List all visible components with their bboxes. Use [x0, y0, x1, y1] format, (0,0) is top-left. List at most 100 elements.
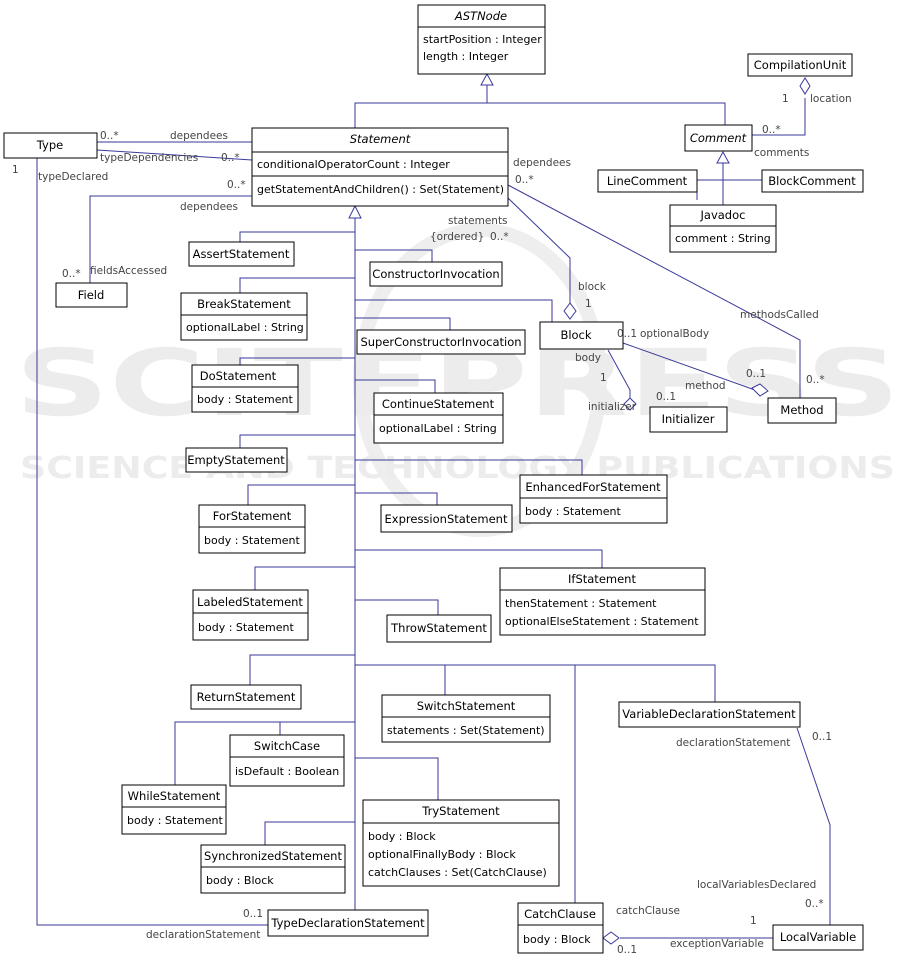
class-name: Field: [78, 288, 105, 302]
class-forstatement[interactable]: ForStatement body : Statement: [198, 504, 306, 554]
class-returnstatement[interactable]: ReturnStatement: [190, 684, 302, 710]
class-synchronizedstatement[interactable]: SynchronizedStatement body : Block: [200, 844, 346, 894]
class-name: Type: [36, 138, 63, 152]
class-comment[interactable]: Comment: [684, 124, 753, 152]
class-name: ConstructorInvocation: [372, 267, 499, 281]
class-linecomment[interactable]: LineComment: [597, 169, 698, 193]
class-attr: statements : Set(Statement): [387, 724, 545, 737]
assoc-label: {ordered}: [430, 231, 484, 243]
class-continuestatement[interactable]: ContinueStatement optionalLabel : String: [373, 392, 504, 444]
assoc-label: declarationStatement: [146, 929, 260, 941]
assoc-label: initializer: [588, 401, 637, 413]
class-ifstatement[interactable]: IfStatement thenStatement : Statement op…: [499, 567, 706, 636]
assoc-label: block: [578, 281, 607, 293]
class-attr: startPosition : Integer: [423, 33, 542, 46]
class-typedeclarationstatement[interactable]: TypeDeclarationStatement: [267, 909, 429, 937]
class-attr: optionalLabel : String: [379, 422, 497, 435]
class-switchstatement[interactable]: SwitchStatement statements : Set(Stateme…: [381, 694, 551, 743]
gen-statement-arrow: [348, 204, 362, 219]
class-name: SwitchStatement: [417, 699, 516, 713]
class-localvariable[interactable]: LocalVariable: [772, 924, 864, 951]
class-method[interactable]: Method: [767, 397, 837, 424]
class-whilestatement[interactable]: WhileStatement body : Statement: [121, 784, 227, 835]
assoc-label: methodsCalled: [740, 309, 819, 321]
class-name: EnhancedForStatement: [525, 480, 661, 494]
class-enhancedforstatement[interactable]: EnhancedForStatement body : Statement: [519, 474, 668, 524]
association-labels: 0..* dependees typeDependencies 0..* 1 t…: [12, 93, 852, 956]
vardecl-localvar-edge: [796, 727, 831, 925]
assoc-label: 0..1: [746, 368, 766, 380]
class-name: LabeledStatement: [197, 595, 303, 609]
class-attr: thenStatement : Statement: [505, 597, 657, 610]
class-name: Block: [560, 328, 591, 342]
class-attr: catchClauses : Set(CatchClause): [368, 866, 547, 879]
class-emptystatement[interactable]: EmptyStatement: [185, 447, 288, 473]
class-name: Statement: [350, 132, 411, 146]
class-name: SynchronizedStatement: [204, 849, 342, 863]
class-superconstructorinvocation[interactable]: SuperConstructorInvocation: [356, 329, 526, 355]
assoc-label: fieldsAccessed: [90, 265, 167, 277]
class-attr: optionalLabel : String: [186, 321, 304, 334]
assoc-label: 0..1: [243, 908, 263, 920]
assoc-label: statements: [448, 215, 508, 227]
assoc-label: 0..*: [62, 268, 81, 280]
class-throwstatement[interactable]: ThrowStatement: [386, 614, 492, 643]
class-attr: comment : String: [675, 232, 771, 245]
class-blockcomment[interactable]: BlockComment: [761, 169, 864, 193]
class-type[interactable]: Type: [3, 132, 98, 159]
class-name: Method: [780, 403, 823, 417]
class-attr: body : Statement: [198, 621, 294, 634]
class-javadoc[interactable]: Javadoc comment : String: [669, 204, 777, 253]
class-labeledstatement[interactable]: LabeledStatement body : Statement: [192, 589, 309, 641]
class-name: Comment: [690, 131, 747, 145]
class-switchcase[interactable]: SwitchCase isDefault : Boolean: [229, 734, 345, 787]
assoc-label: dependees: [513, 157, 571, 169]
assoc-label: method: [685, 380, 726, 392]
assoc-label: 0..*: [762, 124, 781, 136]
assoc-label: 1: [585, 298, 592, 310]
statement-block-edge: [507, 197, 571, 303]
class-initializer[interactable]: Initializer: [649, 406, 728, 433]
class-attr: length : Integer: [423, 50, 509, 63]
class-name: ASTNode: [454, 9, 507, 23]
class-field[interactable]: Field: [55, 282, 128, 308]
assoc-label: declarationStatement: [676, 737, 790, 749]
class-attr: body : Block: [206, 874, 274, 887]
block-initializer-edge: [607, 349, 631, 400]
class-name: ForStatement: [213, 509, 292, 523]
assoc-label: 1: [750, 915, 757, 927]
assoc-label: 0..1: [617, 328, 637, 340]
class-name: AssertStatement: [193, 247, 290, 261]
assoc-label: localVariablesDeclared: [697, 879, 816, 891]
class-attr: body : Block: [368, 830, 436, 843]
class-expressionstatement[interactable]: ExpressionStatement: [380, 504, 513, 533]
class-catchclause[interactable]: CatchClause body : Block: [517, 902, 604, 954]
class-astnode[interactable]: ASTNode startPosition : Integer length :…: [417, 4, 546, 75]
class-name: ContinueStatement: [382, 397, 495, 411]
class-name: IfStatement: [568, 572, 636, 586]
class-block[interactable]: Block: [539, 321, 624, 350]
class-trystatement[interactable]: TryStatement body : Block optionalFinall…: [362, 799, 560, 887]
watermark-sub: SCIENCE AND TECHNOLOGY PUBLICATIONS: [20, 451, 895, 486]
class-attr: body : Block: [523, 933, 591, 946]
class-name: ExpressionStatement: [385, 512, 508, 526]
class-breakstatement[interactable]: BreakStatement optionalLabel : String: [180, 292, 308, 341]
assoc-label: 0..*: [805, 898, 824, 910]
class-statement[interactable]: Statement conditionalOperatorCount : Int…: [251, 127, 509, 207]
class-attr: optionalElseStatement : Statement: [505, 615, 699, 628]
class-attr: optionalFinallyBody : Block: [368, 848, 516, 861]
class-name: CatchClause: [524, 907, 596, 921]
class-variabledeclarationstatement[interactable]: VariableDeclarationStatement: [618, 701, 801, 728]
class-constructorinvocation[interactable]: ConstructorInvocation: [369, 261, 503, 287]
class-assertstatement[interactable]: AssertStatement: [188, 241, 295, 267]
class-dostatement[interactable]: DoStatement body : Statement: [191, 364, 299, 413]
class-name: WhileStatement: [128, 789, 221, 803]
class-name: Initializer: [662, 412, 715, 426]
relations: [36, 72, 831, 945]
class-name: VariableDeclarationStatement: [622, 707, 796, 721]
class-name: CompilationUnit: [754, 58, 847, 72]
class-compilationunit[interactable]: CompilationUnit: [747, 53, 853, 77]
assoc-label: 1: [12, 164, 19, 176]
gen-comment-edge: [696, 163, 762, 205]
